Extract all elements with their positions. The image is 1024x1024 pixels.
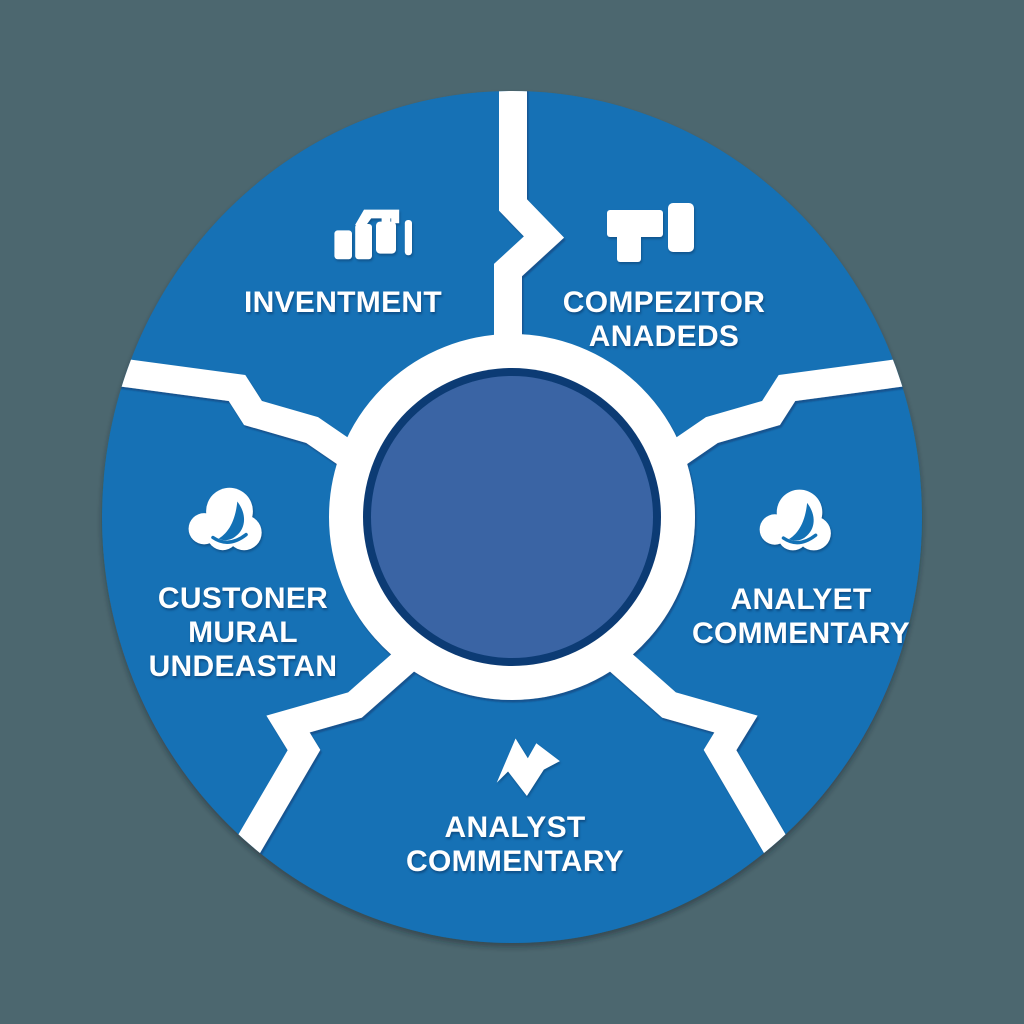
label-line: COMMENTARY [692, 617, 910, 650]
divider-upper-right [654, 352, 922, 476]
cloud-icon [759, 489, 831, 551]
divider-top [494, 91, 565, 366]
label-line: COMPEZITOR [562, 286, 766, 319]
divider-upper-left [102, 352, 370, 476]
label-line: COMMENTARY [406, 845, 624, 878]
label-line: ANALYET [730, 583, 872, 616]
bar-chart-pump-icon [334, 209, 412, 260]
segment-label-custoner-mural-undeastan: CUSTONER MURAL UNDEASTAN [149, 582, 338, 684]
blocks-icon [607, 203, 694, 262]
label-line: ANALYST [444, 811, 586, 844]
segment-label-compezitor-anadeds: COMPEZITOR ANADEDS [563, 286, 765, 354]
cloud-icon [188, 487, 262, 551]
divider-lower-right [589, 632, 816, 900]
label-line: MURAL [188, 616, 298, 649]
segment-label-analyst-commentary: ANALYST COMMENTARY [406, 811, 624, 879]
hub-ring [329, 334, 695, 700]
label-line: UNDEASTAN [148, 650, 338, 683]
segment-label-inventment: INVENTMENT [244, 286, 442, 320]
label-line: CUSTONER [157, 582, 329, 615]
segment-label-analyet-commentary: ANALYET COMMENTARY [692, 583, 910, 651]
label-line: ANADEDS [588, 320, 740, 353]
label-line: INVENTMENT [244, 286, 442, 319]
divider-lower-left [208, 632, 435, 900]
bolt-icon [496, 738, 560, 796]
hub-circle [371, 376, 653, 658]
